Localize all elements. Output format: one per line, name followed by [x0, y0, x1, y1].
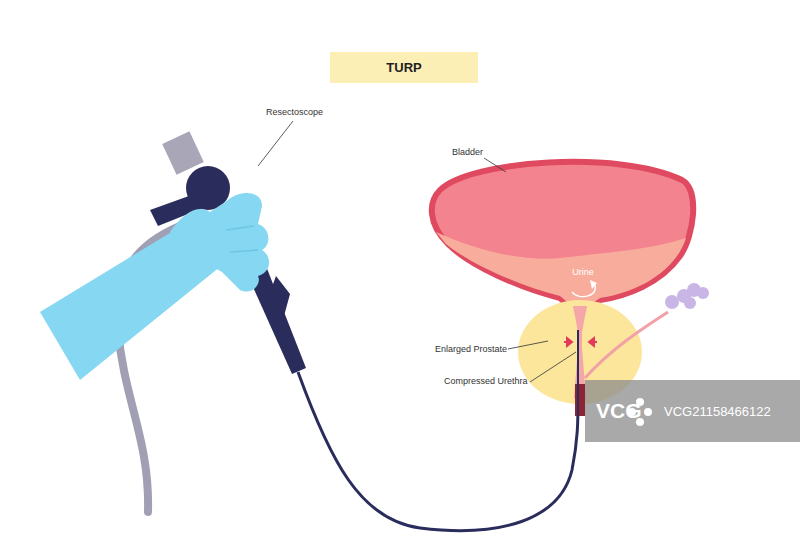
urine: [436, 232, 686, 306]
title-box: [330, 52, 478, 83]
watermark: VCG: [596, 400, 642, 421]
urethra-exit: [575, 384, 585, 416]
leader-line: [484, 158, 506, 172]
bladder-wall: [432, 162, 693, 310]
watermark: VCG21158466122: [664, 405, 771, 418]
leader-line: [508, 341, 548, 349]
seminal-vesicle: [665, 283, 709, 309]
scope-shaft: [298, 372, 578, 531]
part-label: Resectoscope: [266, 108, 323, 117]
leader-line: [530, 352, 576, 382]
compression-arrow: [564, 338, 572, 346]
finger-lines: [226, 226, 258, 252]
leader-line: [258, 121, 293, 166]
scope-tip: [577, 330, 579, 416]
compression-arrow: [589, 338, 597, 346]
scope-port: [268, 276, 290, 316]
eyepiece: [162, 131, 204, 174]
part-label: Compressed Urethra: [444, 377, 528, 386]
title: TURP: [386, 61, 421, 74]
part-label: Enlarged Prostate: [435, 345, 507, 354]
part-label: Urine: [572, 268, 594, 277]
flow-arrow-head: [590, 280, 597, 289]
hand: [170, 193, 269, 292]
vas-deferens: [585, 312, 668, 378]
watermark-band: [585, 380, 800, 442]
part-label: Bladder: [452, 148, 483, 157]
